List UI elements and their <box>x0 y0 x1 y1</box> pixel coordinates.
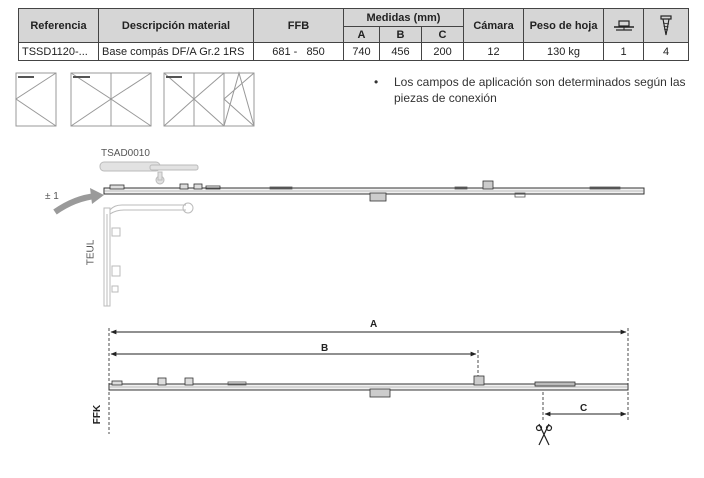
cell-c: 200 <box>420 42 465 61</box>
cell-descripcion: Base compás DF/A Gr.2 1RS <box>98 42 254 61</box>
note-text: Los campos de aplicación son determinado… <box>394 75 686 105</box>
window-thumb-triple <box>163 71 255 127</box>
tsad-label: TSAD0010 <box>101 148 150 159</box>
spec-table: Referencia Descripción material FFB Medi… <box>18 8 690 61</box>
screw-icon <box>660 14 672 35</box>
cell-a: 740 <box>343 42 380 61</box>
dim-b-line <box>110 350 479 380</box>
window-type-thumbnails <box>15 71 255 127</box>
col-peso: Peso de hoja <box>523 8 605 43</box>
hinge-icon <box>613 19 634 31</box>
window-thumb-double <box>70 72 152 127</box>
rotate-arrow-icon <box>53 188 104 215</box>
teul-label: TEUL <box>85 239 97 266</box>
cell-b: 456 <box>379 42 422 61</box>
col-a: A <box>343 26 380 43</box>
col-medidas: Medidas (mm) <box>342 8 465 27</box>
tsad-part <box>99 161 199 185</box>
col-hinge <box>603 8 645 43</box>
cell-ffb: 681 - 850 <box>253 42 344 61</box>
application-note: • Los campos de aplicación son determina… <box>374 74 692 106</box>
tolerance-label: ± 1 <box>45 191 59 202</box>
cell-screws: 4 <box>643 42 690 61</box>
lower-rail <box>108 375 629 398</box>
window-thumb-single <box>15 72 57 127</box>
cell-hinges: 1 <box>603 42 645 61</box>
table-row: TSSD1120-... Base compás DF/A Gr.2 1RS 6… <box>18 42 690 61</box>
dim-c-label: C <box>580 403 588 414</box>
cell-referencia: TSSD1120-... <box>18 42 99 61</box>
cell-peso: 130 kg <box>523 42 605 61</box>
dim-a-label: A <box>370 319 378 330</box>
teul-part <box>103 202 194 307</box>
dim-a-line <box>108 328 629 390</box>
ffk-label: FFK <box>92 404 104 425</box>
upper-rail <box>103 180 645 202</box>
col-referencia: Referencia <box>18 8 99 43</box>
scissors-icon <box>535 423 553 446</box>
dim-b-label: B <box>321 343 329 354</box>
cell-camara: 12 <box>463 42 525 61</box>
note-bullet: • <box>374 75 379 89</box>
col-camara: Cámara <box>463 8 525 43</box>
col-screw <box>643 8 690 43</box>
dim-c-line <box>542 392 629 420</box>
